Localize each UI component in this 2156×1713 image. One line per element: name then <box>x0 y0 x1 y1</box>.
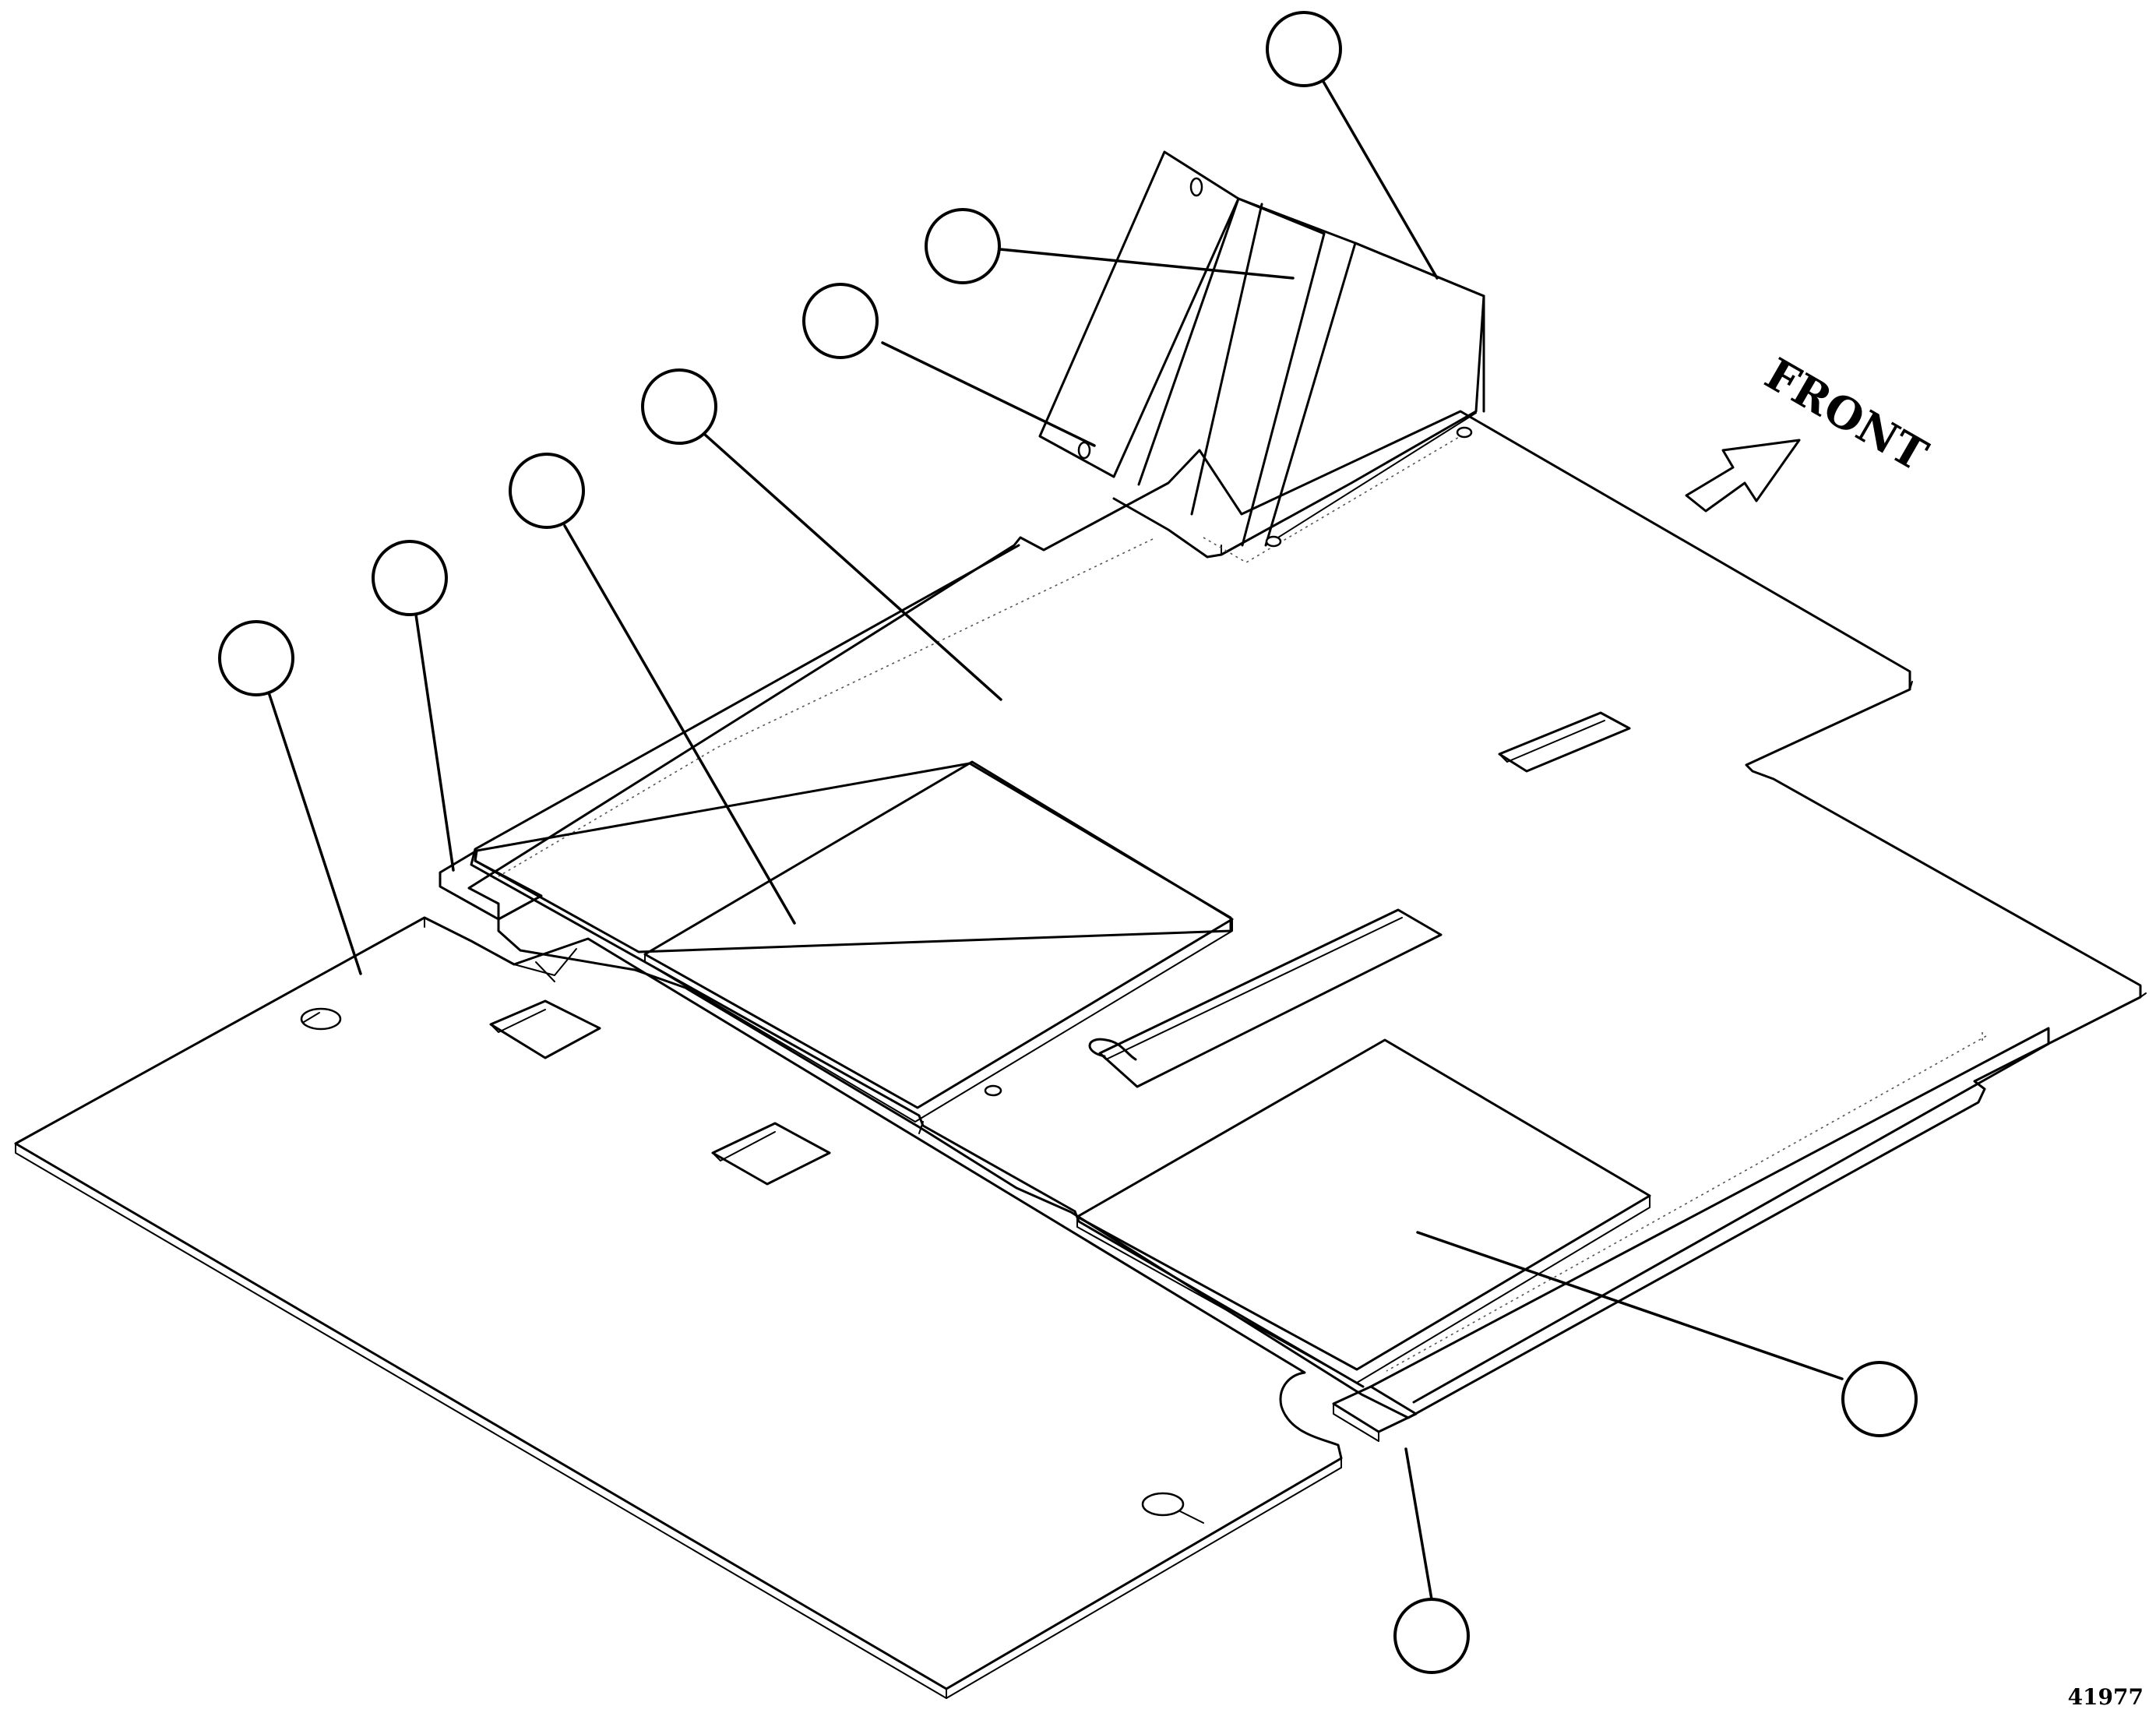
mat-hole <box>1141 1492 1185 1517</box>
callout-leader <box>999 248 1295 280</box>
mat-hole <box>984 1084 1002 1097</box>
front-direction-indicator: FRONT <box>1685 348 1936 513</box>
right-raised-pad <box>1076 1027 2050 1442</box>
mat-cutout-square <box>489 999 601 1059</box>
callout-balloon <box>802 283 879 359</box>
callout-leader <box>563 524 796 925</box>
tunnel-cover <box>1038 150 1485 563</box>
cover-hole <box>1189 177 1203 197</box>
mat-hole <box>300 1007 342 1031</box>
callout-balloon <box>1393 1598 1470 1674</box>
cover-hole <box>1077 441 1091 460</box>
cover-hole <box>1265 535 1282 548</box>
callout-leader <box>1404 1447 1433 1601</box>
cover-hole <box>1456 426 1473 439</box>
callout-leader <box>703 432 1002 701</box>
callout-leader <box>1416 1231 1844 1380</box>
callout-balloon <box>509 453 585 529</box>
callout-balloons <box>218 11 1918 1674</box>
callout-balloon <box>641 368 717 445</box>
callout-balloon <box>925 208 1001 284</box>
mat-cutout-square <box>711 1122 831 1186</box>
callout-balloon <box>1841 1361 1918 1437</box>
mat-long-slot <box>1098 908 1443 1088</box>
front-arrow-icon <box>1685 439 1801 513</box>
callout-leader <box>414 613 455 872</box>
callout-leaders <box>267 79 1844 1601</box>
rear-floor-mat <box>467 410 2147 1419</box>
callout-balloon <box>372 540 448 616</box>
callout-leader <box>881 341 1096 447</box>
left-raised-pad <box>439 760 1234 1123</box>
mat-slot <box>1498 711 1631 773</box>
callout-balloon <box>1266 11 1342 87</box>
figure-number: 41977 <box>2068 1684 2144 1710</box>
callout-balloon <box>218 620 294 696</box>
callout-leader <box>267 691 362 975</box>
front-floor-mat <box>14 916 1343 1699</box>
callout-leader <box>1321 79 1439 280</box>
